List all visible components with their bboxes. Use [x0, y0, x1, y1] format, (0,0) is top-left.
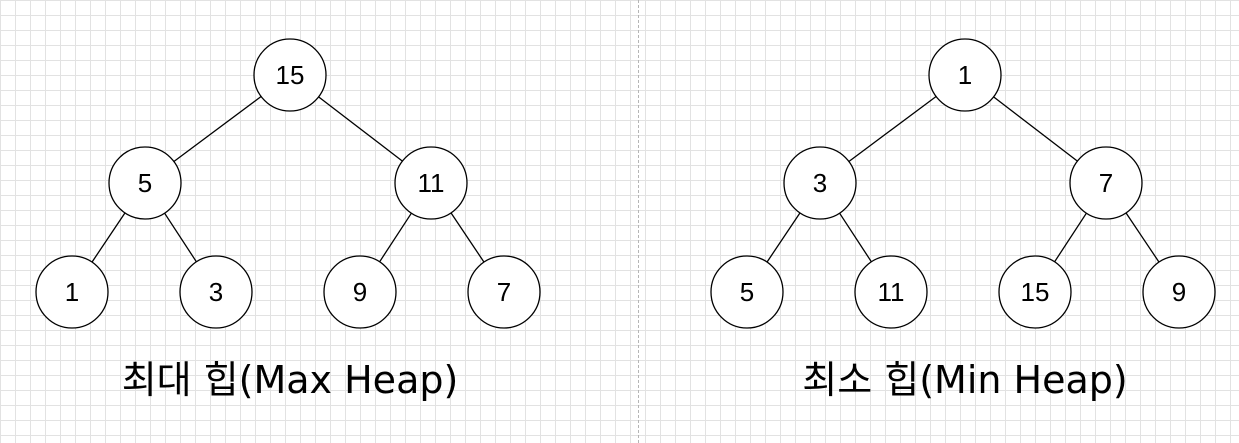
max-heap-node-1: 5 — [108, 146, 182, 220]
min-heap-node-label-1: 3 — [813, 168, 827, 198]
min-heap-node-circle-4 — [854, 255, 928, 329]
min-heap-node-0: 1 — [928, 38, 1002, 112]
max-heap-node-label-5: 9 — [353, 277, 367, 307]
min-heap-edge-1-3 — [766, 212, 801, 263]
max-heap-edge-0-2 — [318, 96, 403, 162]
min-heap-node-circle-2 — [1069, 146, 1143, 220]
min-heap-node-label-6: 9 — [1172, 277, 1186, 307]
max-heap-node-circle-3 — [35, 255, 109, 329]
min-heap-edge-1-4 — [839, 212, 872, 263]
captions-layer: 최대 힙(Max Heap) 최소 힙(Min Heap) — [122, 358, 1128, 402]
max-heap-node-5: 9 — [323, 255, 397, 329]
min-heap-node-2: 7 — [1069, 146, 1143, 220]
min-heap-edge-2-6 — [1125, 212, 1160, 263]
panel-divider — [638, 0, 639, 443]
min-heap-edge-0-2 — [993, 96, 1078, 162]
max-heap-node-circle-6 — [467, 255, 541, 329]
max-heap-node-label-6: 7 — [497, 277, 511, 307]
min-heap-node-4: 11 — [854, 255, 928, 329]
max-heap-node-circle-5 — [323, 255, 397, 329]
min-heap-node-3: 5 — [710, 255, 784, 329]
max-heap-node-label-4: 3 — [209, 277, 223, 307]
max-heap-edge-0-1 — [173, 95, 262, 163]
max-heap-node-label-2: 11 — [418, 168, 445, 198]
max-heap-node-circle-2 — [394, 146, 468, 220]
max-heap-edge-2-6 — [450, 212, 485, 263]
max-heap-node-label-0: 15 — [276, 60, 305, 90]
max-heap-edge-2-5 — [379, 212, 412, 263]
min-heap-node-circle-3 — [710, 255, 784, 329]
min-heap-node-circle-1 — [783, 146, 857, 220]
min-heap-node-circle-0 — [928, 38, 1002, 112]
max-heap-node-circle-4 — [179, 255, 253, 329]
max-heap-edge-1-4 — [164, 212, 197, 263]
min-heap-node-label-5: 15 — [1021, 277, 1050, 307]
min-heap-node-1: 3 — [783, 146, 857, 220]
max-heap-node-label-1: 5 — [138, 168, 152, 198]
max-heap-node-6: 7 — [467, 255, 541, 329]
min-heap-node-label-2: 7 — [1099, 168, 1113, 198]
min-heap-node-6: 9 — [1142, 255, 1216, 329]
max-heap-node-0: 15 — [253, 38, 327, 112]
max-heap-caption: 최대 힙(Max Heap) — [122, 358, 459, 402]
max-heap-node-2: 11 — [394, 146, 468, 220]
min-heap-node-circle-6 — [1142, 255, 1216, 329]
max-heap-edge-1-3 — [91, 212, 126, 263]
edges-layer — [91, 95, 1160, 263]
min-heap-edge-2-5 — [1054, 212, 1087, 263]
max-heap-node-circle-0 — [253, 38, 327, 112]
min-heap-caption: 최소 힙(Min Heap) — [802, 358, 1127, 402]
max-heap-node-3: 1 — [35, 255, 109, 329]
min-heap-node-circle-5 — [998, 255, 1072, 329]
min-heap-node-label-3: 5 — [740, 277, 754, 307]
max-heap-node-label-3: 1 — [65, 277, 79, 307]
min-heap-node-label-4: 11 — [878, 277, 905, 307]
min-heap-edge-0-1 — [848, 95, 937, 163]
max-heap-node-4: 3 — [179, 255, 253, 329]
min-heap-node-label-0: 1 — [958, 60, 972, 90]
min-heap-node-5: 15 — [998, 255, 1072, 329]
max-heap-node-circle-1 — [108, 146, 182, 220]
